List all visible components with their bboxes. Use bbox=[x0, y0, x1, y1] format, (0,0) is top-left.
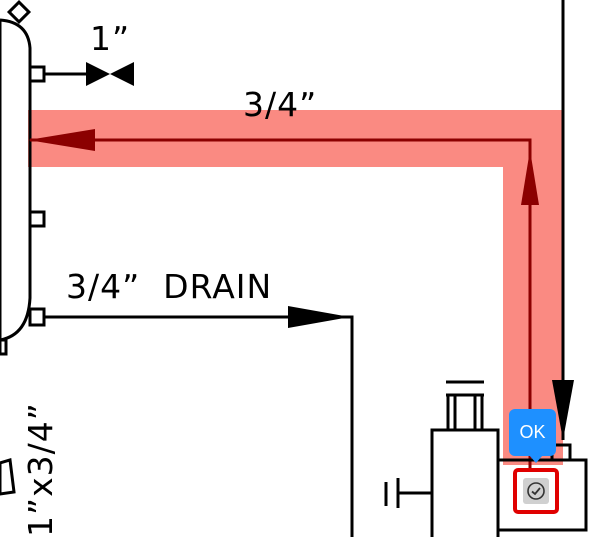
tank-top-fitting bbox=[6, 0, 32, 25]
drain-line bbox=[44, 315, 354, 537]
tank-nozzles bbox=[0, 65, 46, 356]
pipe-size-label: 3/4” bbox=[243, 85, 317, 124]
check-circle-icon bbox=[523, 478, 549, 504]
valve-size-label: 1” bbox=[90, 19, 130, 58]
valve-icon bbox=[86, 62, 110, 86]
valve-icon-right bbox=[110, 62, 134, 86]
supply-arrow-down bbox=[552, 380, 574, 440]
return-arrow-up bbox=[521, 150, 539, 205]
vertical-size-label: 1”x3/4” bbox=[21, 402, 60, 537]
check-button[interactable] bbox=[513, 468, 559, 514]
ok-button[interactable]: OK bbox=[509, 409, 556, 463]
bottom-left-fitting bbox=[0, 458, 16, 496]
drain-label: 3/4” DRAIN bbox=[66, 267, 272, 306]
return-arrow-left bbox=[28, 129, 95, 151]
drain-arrow bbox=[288, 306, 350, 328]
tank bbox=[0, 18, 32, 342]
